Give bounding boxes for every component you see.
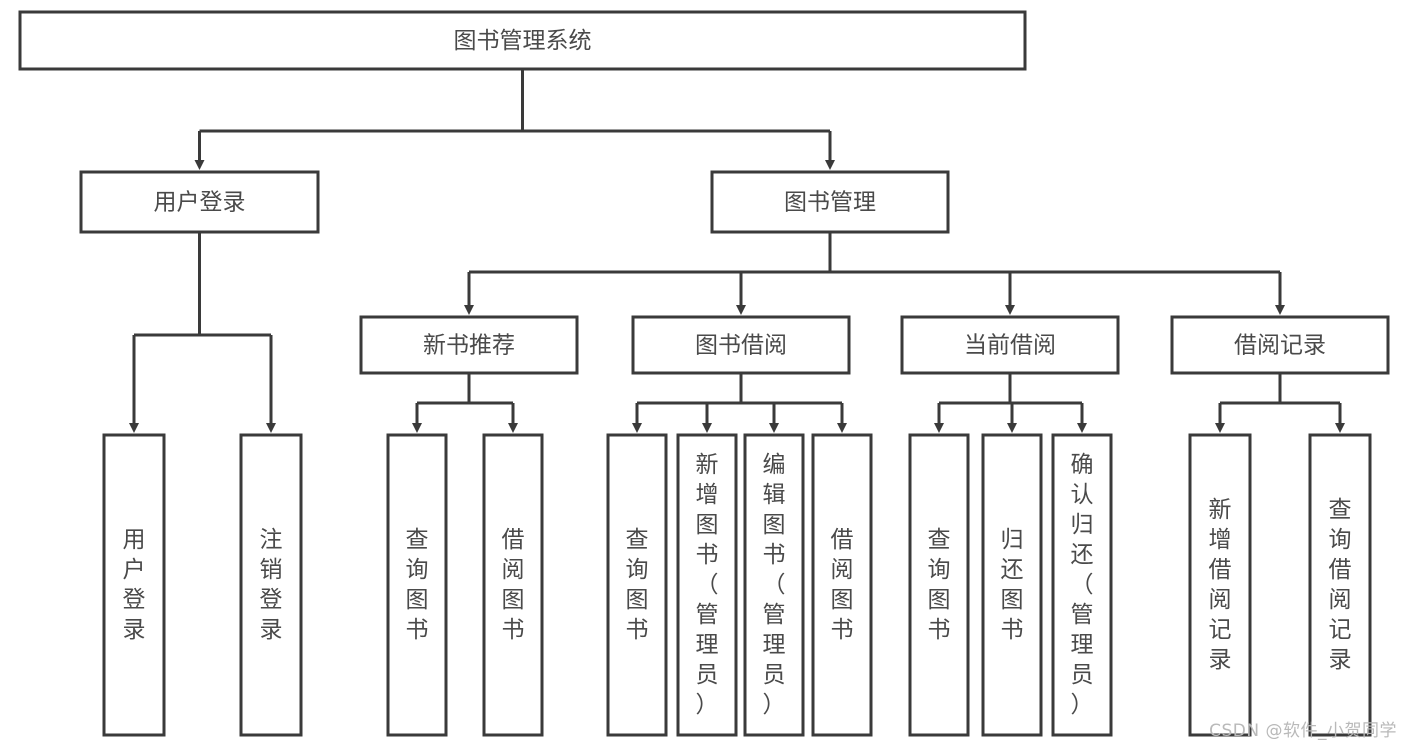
node-leaf-borrow-book-rec[interactable]: 借阅图书 [482, 433, 544, 737]
node-leaf-confirm-return[interactable]: 确认归还（管理员） [1051, 433, 1113, 737]
node-box [676, 433, 738, 737]
node-leaf-query-book-cur[interactable]: 查询图书 [908, 433, 970, 737]
connector-layer [129, 69, 1345, 433]
node-box [900, 315, 1120, 375]
node-label: 用户登录 [123, 527, 146, 643]
node-box [1170, 315, 1390, 375]
node-leaf-add-record[interactable]: 新增借阅记录 [1188, 433, 1252, 737]
node-box [359, 315, 579, 375]
node-box [386, 433, 448, 737]
node-box [1308, 433, 1372, 737]
node-label: 新增图书（管理员） [696, 452, 719, 718]
node-box [908, 433, 970, 737]
node-label: 注销登录 [260, 527, 283, 643]
node-layer: 图书管理系统用户登录图书管理新书推荐图书借阅当前借阅借阅记录用户登录注销登录查询… [18, 10, 1390, 737]
node-box [1188, 433, 1252, 737]
node-label: 图书管理系统 [454, 28, 592, 54]
node-label: 新增借阅记录 [1209, 497, 1232, 673]
node-box [606, 433, 668, 737]
node-leaf-query-book-rec[interactable]: 查询图书 [386, 433, 448, 737]
node-leaf-user-logout[interactable]: 注销登录 [239, 433, 303, 737]
node-box [631, 315, 851, 375]
node-label: 查询图书 [928, 527, 951, 643]
node-leaf-borrow-book[interactable]: 借阅图书 [811, 433, 873, 737]
node-label: 归还图书 [1001, 527, 1024, 643]
node-leaf-query-record[interactable]: 查询借阅记录 [1308, 433, 1372, 737]
node-label: 借阅记录 [1234, 333, 1326, 359]
node-box [482, 433, 544, 737]
node-label: 用户登录 [154, 190, 246, 216]
node-leaf-user-login[interactable]: 用户登录 [102, 433, 166, 737]
node-label: 查询图书 [626, 527, 649, 643]
node-label: 编辑图书（管理员） [763, 452, 786, 718]
node-user-login[interactable]: 用户登录 [79, 170, 320, 234]
node-box [239, 433, 303, 737]
node-label: 新书推荐 [423, 333, 515, 359]
node-box [1051, 433, 1113, 737]
node-borrow-record[interactable]: 借阅记录 [1170, 315, 1390, 375]
node-label: 查询图书 [406, 527, 429, 643]
node-box [710, 170, 950, 234]
node-new-book-rec[interactable]: 新书推荐 [359, 315, 579, 375]
node-box [18, 10, 1027, 71]
node-label: 当前借阅 [964, 333, 1056, 359]
watermark-text: CSDN @软件_小贺同学 [1209, 721, 1397, 741]
node-label: 确认归还（管理员） [1071, 452, 1094, 718]
node-leaf-return-book[interactable]: 归还图书 [981, 433, 1043, 737]
node-box [79, 170, 320, 234]
node-label: 借阅图书 [831, 527, 854, 643]
node-book-borrow[interactable]: 图书借阅 [631, 315, 851, 375]
node-box [981, 433, 1043, 737]
node-label: 查询借阅记录 [1329, 497, 1352, 673]
node-label: 图书管理 [784, 190, 876, 216]
node-box [102, 433, 166, 737]
node-book-manage[interactable]: 图书管理 [710, 170, 950, 234]
node-leaf-query-book-borrow[interactable]: 查询图书 [606, 433, 668, 737]
node-leaf-add-book[interactable]: 新增图书（管理员） [676, 433, 738, 737]
node-box [743, 433, 805, 737]
node-current-borrow[interactable]: 当前借阅 [900, 315, 1120, 375]
node-leaf-edit-book[interactable]: 编辑图书（管理员） [743, 433, 805, 737]
node-label: 借阅图书 [502, 527, 525, 643]
node-root[interactable]: 图书管理系统 [18, 10, 1027, 71]
node-label: 图书借阅 [695, 333, 787, 359]
node-box [811, 433, 873, 737]
